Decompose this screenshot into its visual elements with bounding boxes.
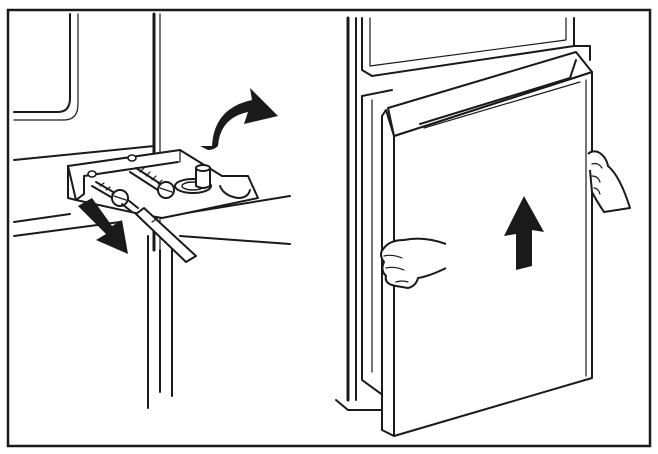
screw-icon [87,170,129,207]
screw-icon [127,154,175,199]
rotate-arrow-icon [200,88,278,150]
fridge-body-icon [335,16,591,411]
left-hand-icon [380,237,447,289]
panel-door-lift [335,16,631,437]
hinge-pin-icon [174,164,212,194]
screwdriver-icon [121,199,197,263]
panel-hinge-removal [13,12,291,409]
right-hand-icon [587,150,631,213]
door-panel-icon [381,51,593,437]
figure-frame [6,8,652,448]
pull-arrow-icon [78,198,128,254]
up-arrow-icon [504,196,544,270]
